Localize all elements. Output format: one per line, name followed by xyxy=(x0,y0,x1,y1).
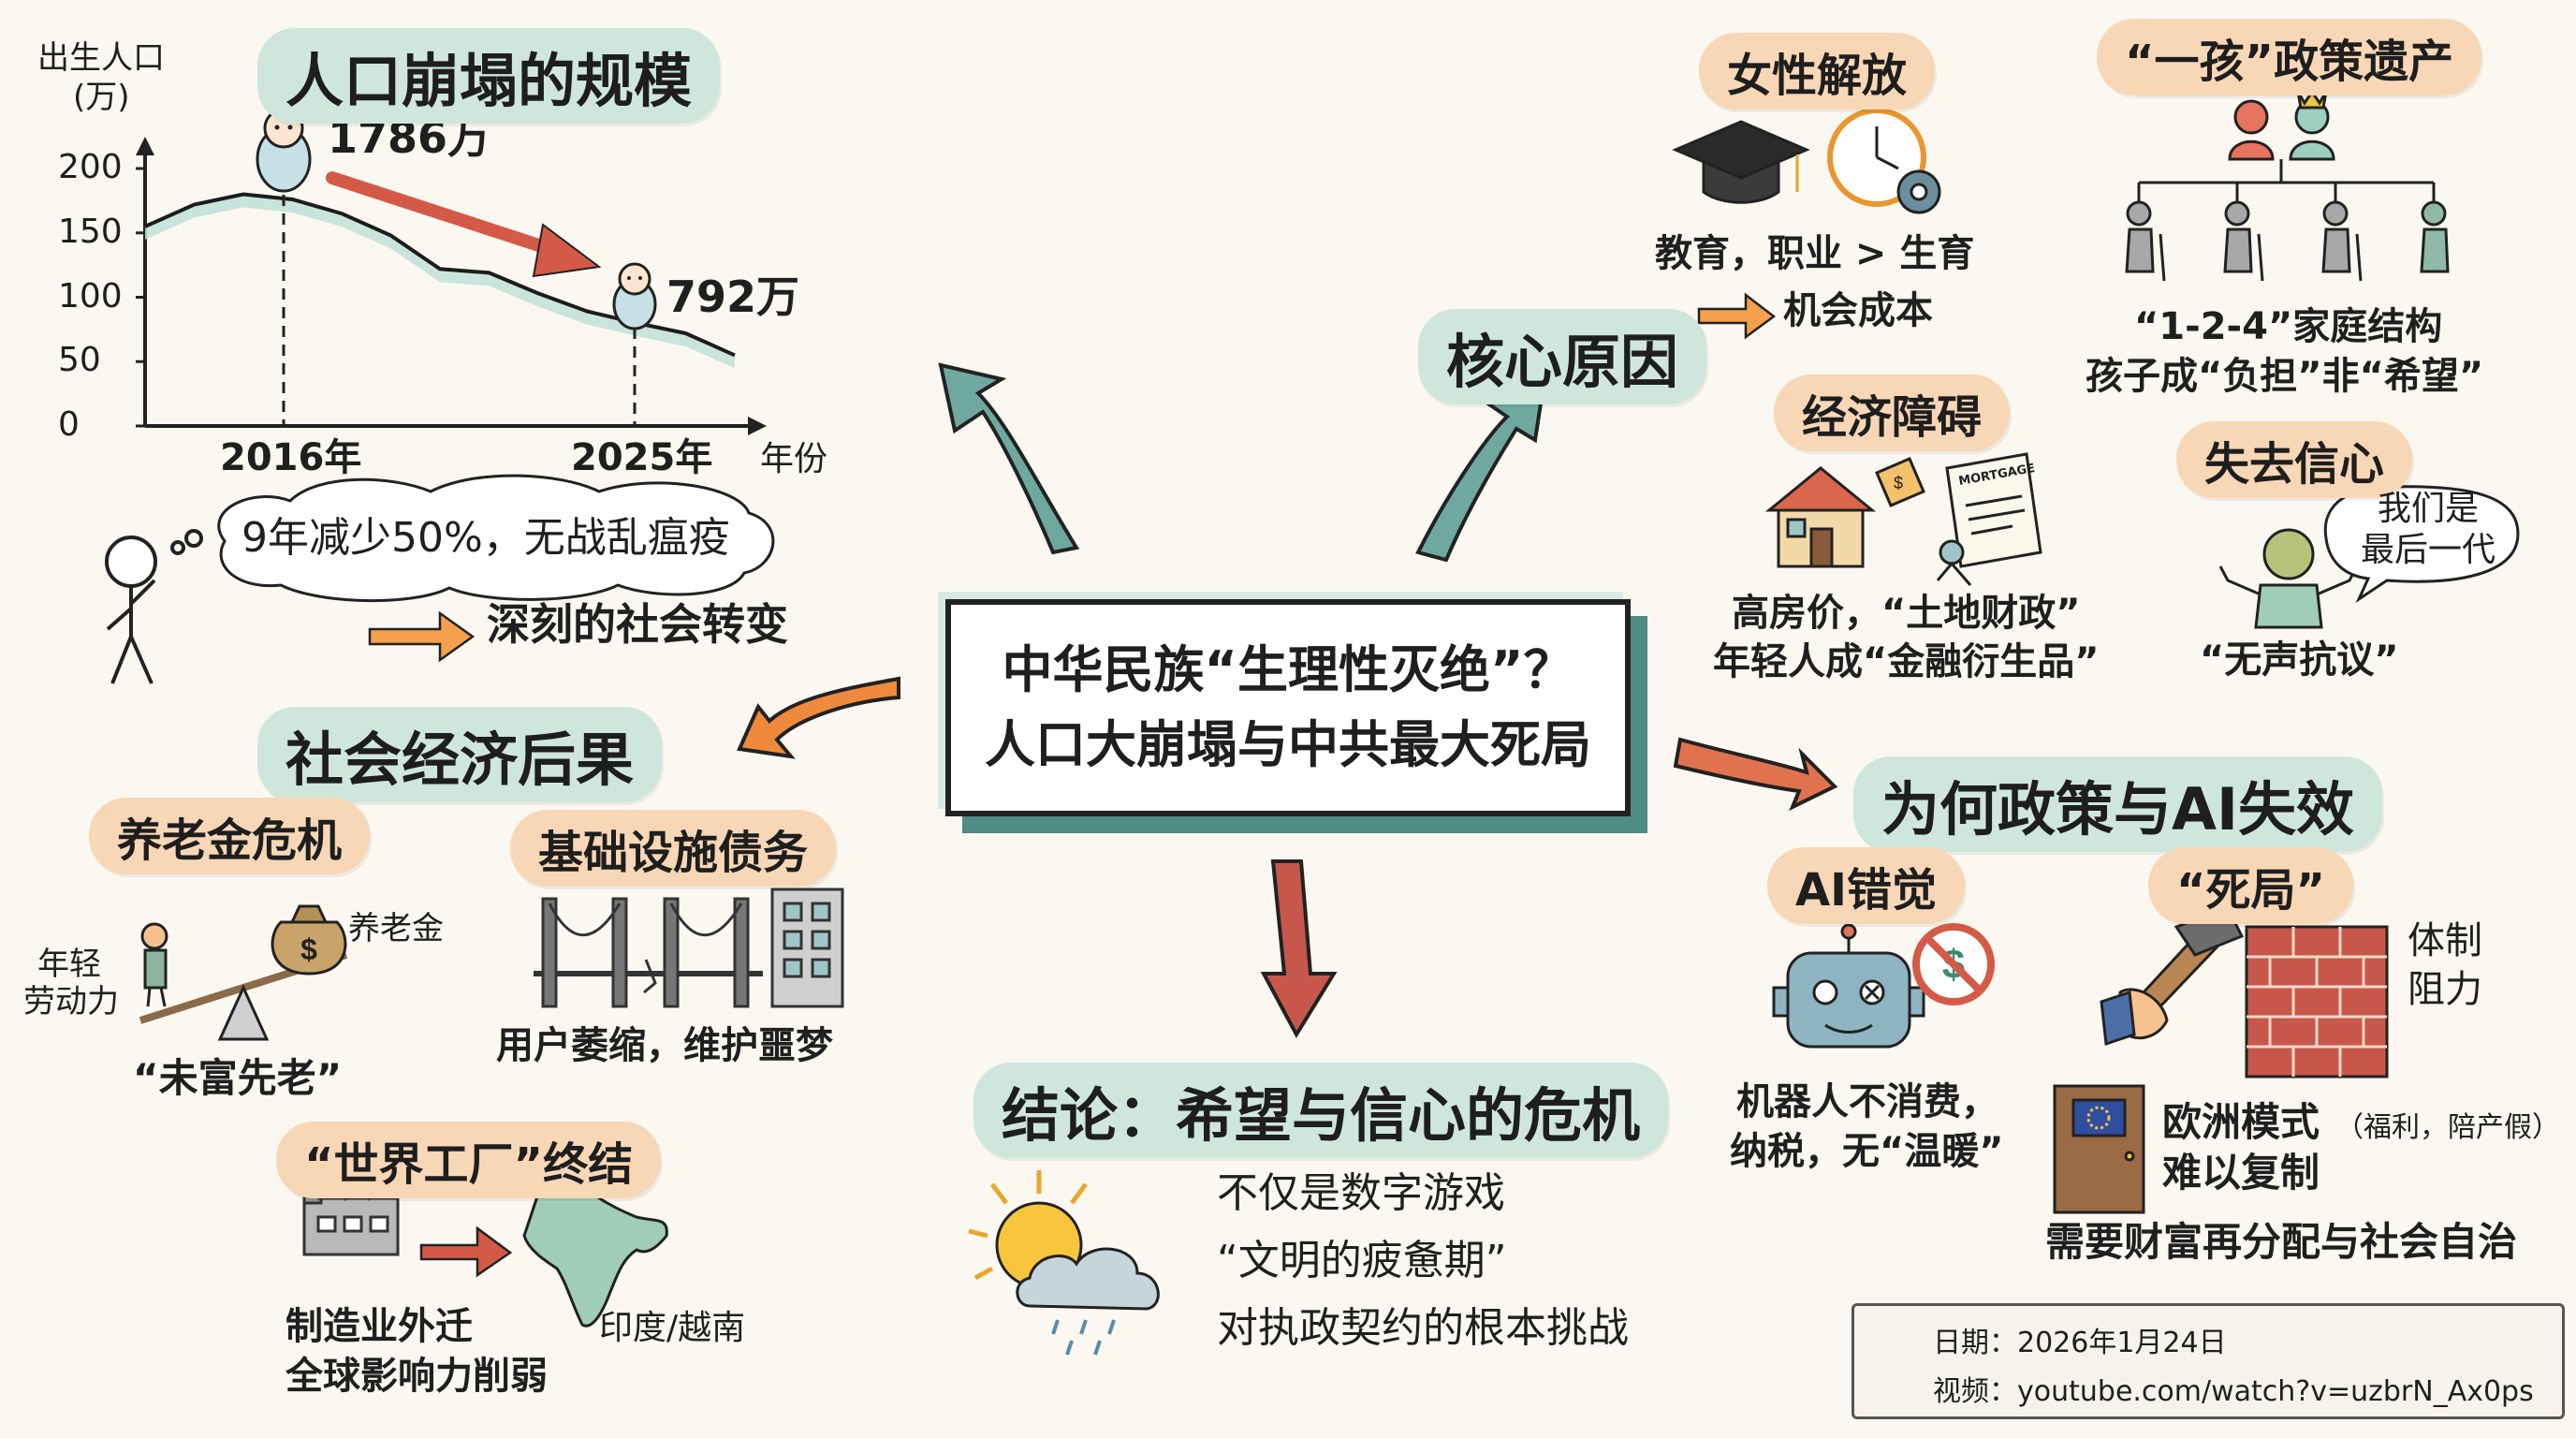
deadlock-footer: 需要财富再分配与社会自治 xyxy=(2045,1219,2518,1265)
heading-conclusion: 结论：希望与信心的危机 xyxy=(973,1063,1669,1158)
birth-chart xyxy=(136,137,767,435)
resist-1: 体制 xyxy=(2408,919,2482,962)
decline-arrow xyxy=(326,171,568,259)
pension-young-2: 劳动力 xyxy=(23,983,119,1020)
svg-text:$: $ xyxy=(300,932,317,966)
svg-text:$: $ xyxy=(1894,474,1903,492)
ai-line-2: 纳税，无“温暖” xyxy=(1730,1130,2004,1173)
thinking-person-icon xyxy=(105,529,203,684)
info-date: 日期：2026年1月24日 xyxy=(1933,1327,2227,1359)
y-tick-label: 0 xyxy=(58,405,80,444)
price-tag-icon: $ xyxy=(1875,457,1925,507)
conclusion-line-1: 不仅是数字游戏 xyxy=(1217,1169,1505,1217)
annotation-792: 792万 xyxy=(666,271,800,322)
center-title-box: 中华民族“生理性灭绝”？ 人口大崩塌与中共最大死局 xyxy=(945,599,1631,816)
heading-causes: 核心原因 xyxy=(1418,309,1707,404)
brick-wall-icon xyxy=(2245,925,2389,1078)
heading-policy: 为何政策与AI失效 xyxy=(1853,756,2383,852)
factory-caption-2: 全球影响力削弱 xyxy=(285,1355,548,1398)
arrow-up-left xyxy=(938,362,1080,555)
mortgage-document-icon xyxy=(1936,452,2042,586)
india-map-icon xyxy=(522,1179,668,1328)
heading-infra: 基础设施债务 xyxy=(510,810,837,887)
population-conclusion: 深刻的社会转变 xyxy=(487,599,788,650)
baby-icon-2025 xyxy=(612,262,657,330)
y-axis-label-2: (万) xyxy=(73,79,130,116)
seesaw-icon: $ xyxy=(139,904,348,1041)
pension-fund-label: 养老金 xyxy=(348,910,444,947)
heading-women: 女性解放 xyxy=(1699,33,1936,110)
conclusion-line-3: 对执政契约的根本挑战 xyxy=(1217,1304,1629,1352)
center-title-line-2: 人口大崩塌与中共最大死局 xyxy=(985,715,1591,774)
heading-pension: 养老金危机 xyxy=(89,798,371,874)
y-tick-label: 50 xyxy=(58,341,101,380)
y-tick-label: 150 xyxy=(58,212,123,251)
heading-population: 人口崩塌的规模 xyxy=(257,28,721,124)
center-title-line-1: 中华民族“生理性灭绝”？ xyxy=(1002,640,1574,699)
orange-arrow-opportunity xyxy=(1697,292,1777,340)
graduation-cap-icon xyxy=(1672,120,1810,204)
onechild-line-1: “1-2-4”家庭结构 xyxy=(2134,305,2443,348)
heading-onechild: “一孩”政策遗产 xyxy=(2097,19,2482,95)
pension-young-1: 年轻 xyxy=(37,946,101,983)
women-line-2: 机会成本 xyxy=(1783,289,1933,332)
economy-line-2: 年轻人成“金融衍生品” xyxy=(1713,640,2100,683)
hammer-icon xyxy=(2100,906,2245,1047)
broken-bridge-icon xyxy=(534,897,763,1008)
factory-target: 印度/越南 xyxy=(599,1309,746,1347)
arrow-left xyxy=(737,676,900,759)
x-tick-2025: 2025年 xyxy=(571,436,713,479)
x-axis-label: 年份 xyxy=(760,440,828,478)
europe-line-2: 难以复制 xyxy=(2162,1150,2320,1196)
ai-line-1: 机器人不消费， xyxy=(1736,1080,1998,1123)
red-arrow-factory xyxy=(419,1225,513,1278)
sun-cloud-icon xyxy=(968,1170,1160,1356)
arrow-down xyxy=(1260,859,1338,1039)
arrow-right xyxy=(1673,737,1838,812)
clock-gear-icon xyxy=(1827,108,1941,214)
infra-caption: 用户萎缩，维护噩梦 xyxy=(496,1024,833,1067)
thought-bubble xyxy=(217,474,775,603)
women-line-1: 教育，职业 > 生育 xyxy=(1655,232,1975,275)
pension-caption: “未富先老” xyxy=(133,1055,343,1101)
x-tick-2016: 2016年 xyxy=(220,436,362,479)
y-tick-label: 100 xyxy=(58,276,123,315)
no-money-icon: $ xyxy=(1912,923,1995,1005)
onechild-line-2: 孩子成“负担”非“希望” xyxy=(2086,355,2484,398)
info-box: 日期：2026年1月24日 视频：youtube.com/watch?v=uzb… xyxy=(1852,1303,2565,1419)
bubble-line-1: 我们是 xyxy=(2378,490,2480,528)
y-tick-label: 200 xyxy=(58,148,123,186)
europe-line-1: 欧洲模式 xyxy=(2162,1099,2320,1145)
speech-bubble xyxy=(2323,485,2520,604)
confidence-caption: “无声抗议” xyxy=(2200,638,2399,682)
economy-line-1: 高房价，“土地财政” xyxy=(1732,592,2081,635)
robot-icon xyxy=(1772,923,1925,1049)
eu-door-icon xyxy=(2053,1084,2145,1214)
family-tree-icon xyxy=(2125,89,2450,282)
factory-caption-1: 制造业外迁 xyxy=(285,1305,473,1348)
y-axis-label-1: 出生人口 xyxy=(37,39,165,77)
heading-confidence: 失去信心 xyxy=(2176,421,2413,498)
chart-area xyxy=(145,194,735,369)
thought-text: 9年减少50%，无战乱瘟疫 xyxy=(242,514,730,562)
heading-ai: AI错觉 xyxy=(1767,847,1966,924)
info-video[interactable]: 视频：youtube.com/watch?v=uzbrN_Ax0ps xyxy=(1933,1375,2534,1408)
heading-deadlock: “死局” xyxy=(2148,847,2354,924)
bubble-line-2: 最后一代 xyxy=(2361,531,2496,569)
heading-socio: 社会经济后果 xyxy=(257,707,663,802)
resist-2: 阻力 xyxy=(2408,968,2482,1011)
house-icon xyxy=(1764,466,1877,568)
europe-note: （福利，陪产假） xyxy=(2335,1111,2560,1144)
arrow-up-right xyxy=(1415,375,1547,563)
orange-arrow-1 xyxy=(368,610,476,663)
heading-factory: “世界工厂”终结 xyxy=(276,1122,662,1198)
building-icon xyxy=(770,888,844,1008)
heading-economy: 经济障碍 xyxy=(1774,374,2011,451)
conclusion-line-2: “文明的疲惫期” xyxy=(1217,1237,1507,1284)
